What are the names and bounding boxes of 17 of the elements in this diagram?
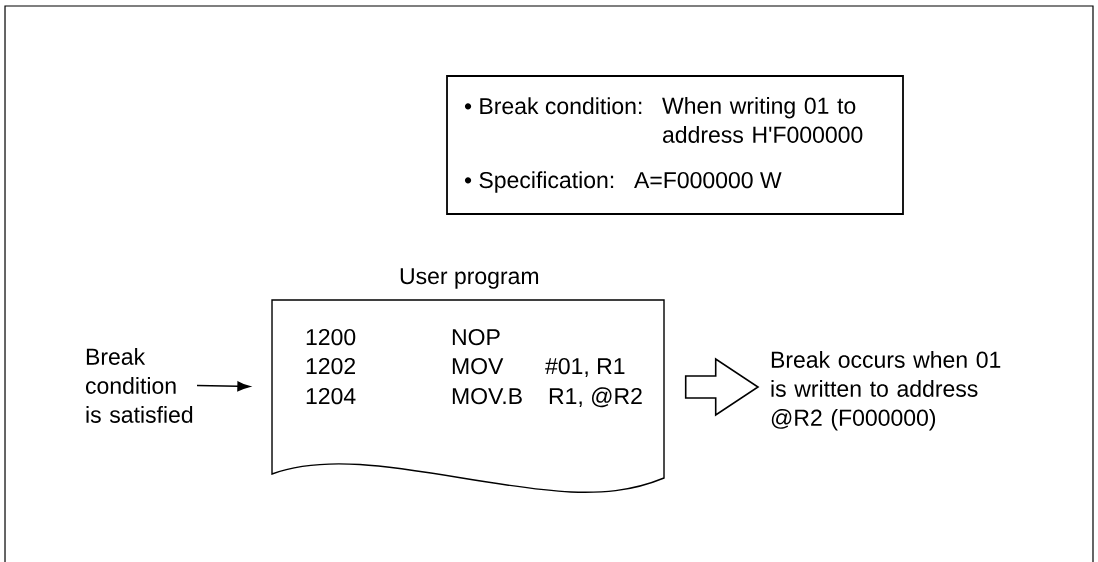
condition-value: When writing 01 to address H'F000000 — [662, 97, 863, 143]
address-text: 1204 — [306, 387, 356, 405]
block-arrow — [684, 357, 760, 417]
address-text: 1200 — [306, 328, 356, 346]
arrow — [196, 381, 251, 392]
document-heading: User program — [400, 268, 539, 289]
note-text: Break condition is satisfied — [86, 348, 193, 423]
condition-value: A=F000000 W — [634, 171, 782, 189]
note-text: Break occurs when 01 is written to address @R2 (F000000) — [771, 351, 1001, 431]
instruction-text: NOP — [452, 328, 500, 346]
condition-label: • Break condition: — [464, 97, 642, 115]
operand-text: #01, R1 — [545, 357, 625, 377]
instruction-text: MOV.B — [452, 387, 522, 405]
instruction-text: MOV — [452, 357, 504, 375]
address-text: 1202 — [306, 357, 355, 375]
condition-label: • Specification: — [464, 171, 614, 193]
operand-text: R1, @R2 — [549, 387, 642, 408]
